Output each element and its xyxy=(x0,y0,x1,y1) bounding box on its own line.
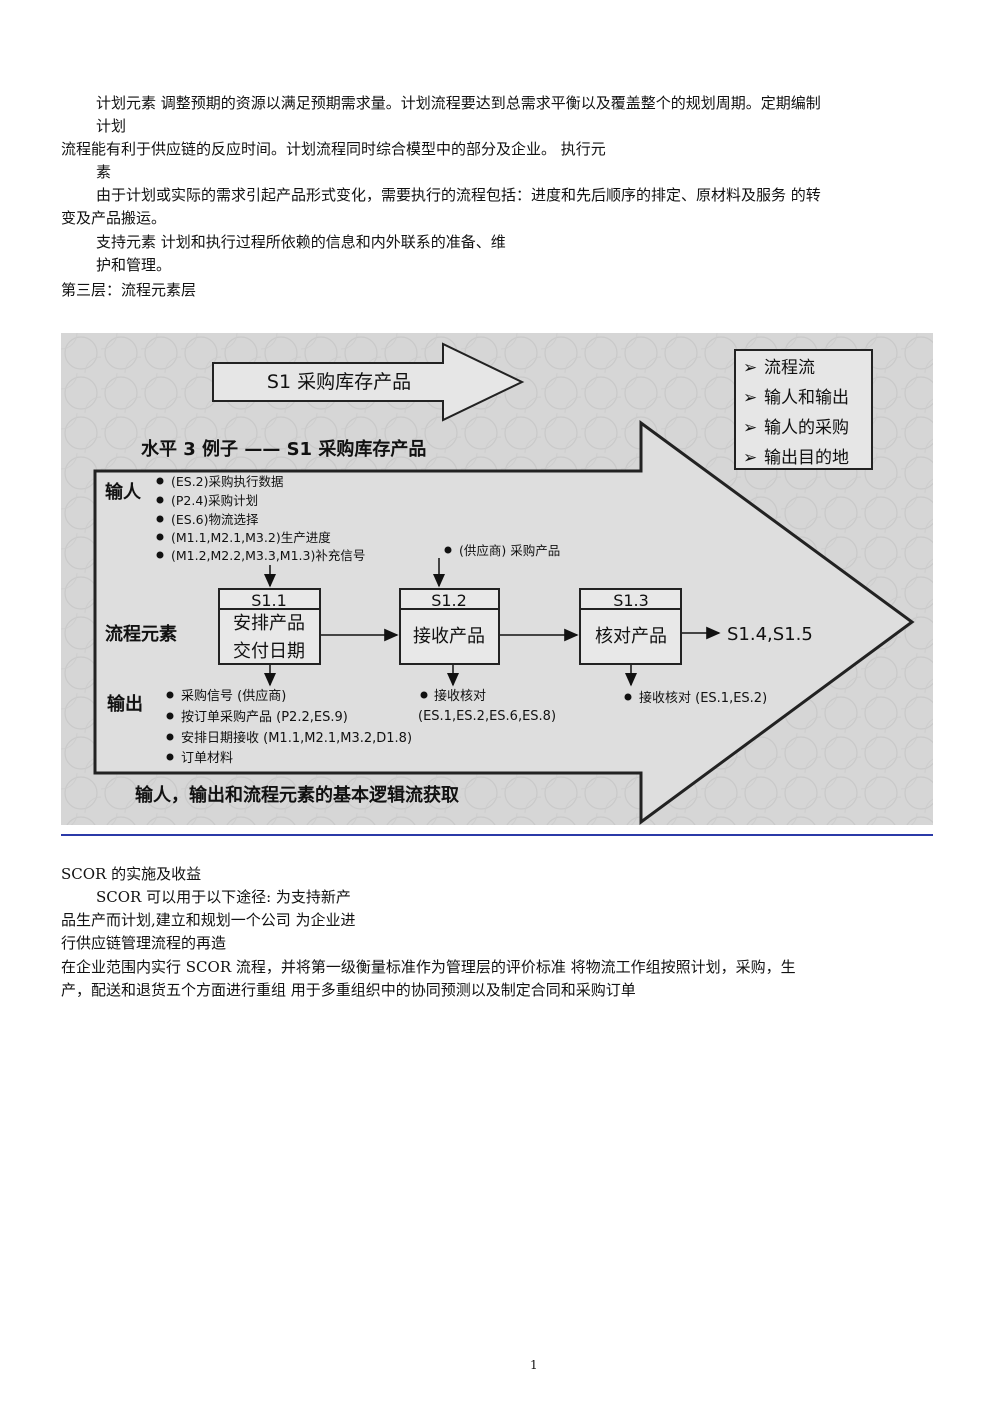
intro-line-5: 由于计划或实际的需求引起产品形式变化，需要执行的流程包括：进度和先后顺序的排定、… xyxy=(96,186,821,204)
intro-line-1: 计划元素 调整预期的资源以满足预期需求量。计划流程要达到总需求平衡以及覆盖整个的… xyxy=(96,94,821,112)
figure-rule xyxy=(61,834,933,836)
element-code: S1.3 xyxy=(613,591,649,610)
output-s12: 接收核对 xyxy=(434,688,486,704)
element-s1-1: S1.1 安排产品 交付日期 xyxy=(218,588,321,665)
svg-text:➢: ➢ xyxy=(743,418,757,438)
scor-line-4: 在企业范围内实行 SCOR 流程，并将第一级衡量标准作为管理层的评价标准 将物流… xyxy=(61,958,796,976)
intro-line-8: 护和管理。 xyxy=(96,256,172,274)
intro-line-7: 支持元素 计划和执行过程所依赖的信息和内外联系的准备、维 xyxy=(96,233,506,251)
element-name: 安排产品 xyxy=(233,613,305,634)
scor-line-1: SCOR 可以用于以下途径: 为支持新产 xyxy=(96,888,351,906)
input-item: (ES.6)物流选择 xyxy=(171,512,259,527)
legend-item: 输出目的地 xyxy=(764,448,849,468)
intro-line-3: 流程能有利于供应链的反应时间。计划流程同时综合模型中的部分及企业。 执行元 xyxy=(61,140,606,158)
scor-section-heading: SCOR 的实施及收益 xyxy=(61,865,202,883)
element-code: S1.1 xyxy=(251,591,287,610)
input-item: (P2.4)采购计划 xyxy=(171,493,258,508)
element-s1-3: S1.3 核对产品 xyxy=(579,588,682,665)
element-name: 接收产品 xyxy=(413,626,485,647)
output-item: 采购信号 (供应商) xyxy=(181,688,286,704)
process-label: 流程元素 xyxy=(105,623,177,645)
input-item: (M1.2,M2.2,M3.3,M1.3)补充信号 xyxy=(171,548,365,563)
intro-line-6: 变及产品搬运。 xyxy=(61,209,167,227)
svg-text:➢: ➢ xyxy=(743,388,757,408)
output-label: 输出 xyxy=(107,693,143,715)
svg-text:➢: ➢ xyxy=(743,448,757,468)
scor-line-2: 品生产而计划,建立和规划一个公司 为企业进 xyxy=(61,911,356,929)
scor-line-3: 行供应链管理流程的再造 xyxy=(61,934,227,952)
intro-line-2: 计划 xyxy=(96,117,127,135)
legend-item: 流程流 xyxy=(764,358,815,378)
output-item: 安排日期接收 (M1.1,M2.1,M3.2,D1.8) xyxy=(181,730,412,746)
scor-line-5: 产，配送和退货五个方面进行重组 用于多重组织中的协同预测以及制定合同和采购订单 xyxy=(61,981,636,999)
output-item: 订单材料 xyxy=(181,751,233,766)
svg-text:➢: ➢ xyxy=(743,358,757,378)
main-title: 水平 3 例子 —— S1 采购库存产品 xyxy=(141,438,426,460)
element-s1-2: S1.2 接收产品 xyxy=(399,588,500,665)
input-label: 输人 xyxy=(105,481,142,503)
legend-box xyxy=(734,349,873,470)
big-arrow-shape xyxy=(93,420,915,825)
supplier-input: (供应商) 采购产品 xyxy=(459,543,560,558)
output-s12-codes: (ES.1,ES.2,ES.6,ES.8) xyxy=(418,709,556,724)
scor-level3-figure: S1 采购库存产品 水平 3 例子 —— S1 采购库存产品 ➢ 流程流 ➢ 输人和… xyxy=(61,333,933,825)
input-item: (ES.2)采购执行数据 xyxy=(171,474,284,489)
input-item: (M1.1,M2.1,M3.2)生产进度 xyxy=(171,530,331,545)
output-s13: 接收核对 (ES.1,ES.2) xyxy=(639,690,767,706)
page-number: 1 xyxy=(530,1358,538,1372)
intro-line-4: 素 xyxy=(96,163,112,181)
section-heading-layer3: 第三层：流程元素层 xyxy=(61,281,197,299)
output-item: 按订单采购产品 (P2.2,ES.9) xyxy=(181,709,348,725)
top-arrow-shape xyxy=(212,342,525,422)
legend-item: 输人的采购 xyxy=(764,418,849,438)
top-arrow-label: S1 采购库存产品 xyxy=(267,371,411,393)
legend-item: 输人和输出 xyxy=(764,388,849,408)
next-elements: S1.4,S1.5 xyxy=(727,624,813,645)
figure-footer: 输人，输出和流程元素的基本逻辑流获取 xyxy=(135,784,460,806)
element-name: 交付日期 xyxy=(233,641,305,662)
element-name: 核对产品 xyxy=(595,626,667,647)
element-code: S1.2 xyxy=(431,591,467,610)
